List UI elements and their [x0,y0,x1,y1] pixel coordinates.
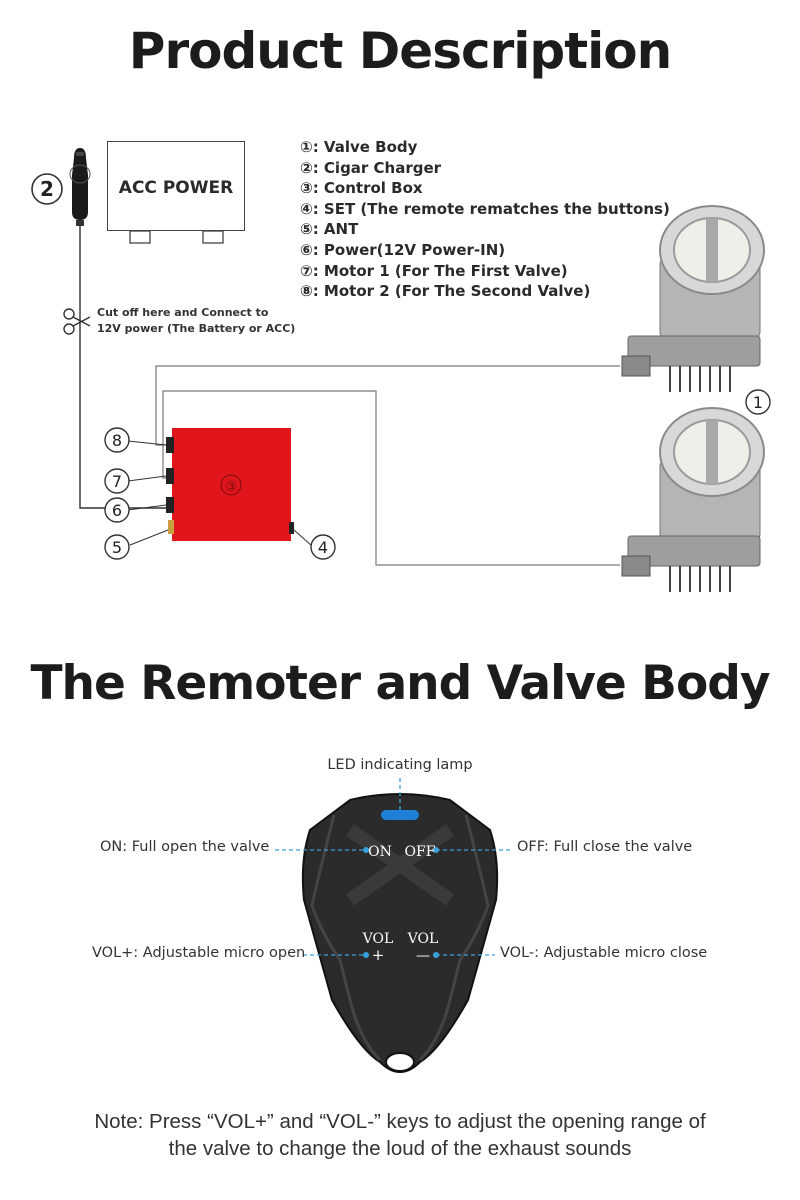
marker-circle-3 [220,474,242,496]
marker-2-label: 2 [40,177,54,201]
component-legend: ①: Valve Body ②: Cigar Charger ③: Contro… [300,137,670,302]
scissors-icon [63,308,91,335]
legend-item-set: ④: SET (The remote rematches the buttons… [300,199,670,218]
marker-4-label: 4 [318,538,328,557]
acc-foot-left [129,230,151,244]
marker-circle-6 [104,497,130,523]
control-box [172,428,291,541]
cut-note: Cut off here and Connect to 12V power (T… [97,305,295,337]
legend-item-cigar-charger: ②: Cigar Charger [300,158,442,177]
cut-note-line1: Cut off here and Connect to [97,306,269,319]
off-button-label: OFF [405,844,436,860]
valve-body-top [621,205,765,392]
led-lamp [381,810,419,820]
marker-circle-1 [745,389,771,415]
cigar-charger-icon [69,148,91,226]
legend-item-valve-body: ①: Valve Body [300,138,418,156]
acc-power-label: ACC POWER [118,178,234,198]
remote-body [301,793,499,1073]
wiring-diagram: 2 ③ 8 7 6 5 4 [31,148,771,592]
legend-item-ant: ⑤: ANT [300,220,359,239]
port-6 [166,497,174,513]
marker-5-label: 5 [112,538,122,557]
led-callout: LED indicating lamp [327,757,473,773]
note-line1: Note: Press “VOL+” and “VOL-” keys to ad… [94,1110,706,1133]
legend-item-motor1: ⑦: Motor 1 (For The First Valve) [300,261,568,280]
volp-plus-symbol: + [372,946,385,964]
volm-button-label: VOL [407,931,439,947]
legend-item-motor2: ⑧: Motor 2 (For The Second Valve) [300,282,591,301]
keyring-hole [385,1052,415,1072]
legend-item-control-box: ③: Control Box [300,179,423,198]
volp-button-label: VOL [362,931,394,947]
marker-7-label: 7 [112,472,122,491]
marker-circle-7 [104,468,130,494]
legend-item-power: ⑥: Power(12V Power-IN) [300,240,506,259]
on-callout: ON: Full open the valve [100,839,270,855]
section-title: The Remoter and Valve Body [30,656,770,711]
volm-minus-symbol: — [416,948,430,964]
marker-circle-8 [104,427,130,453]
port-7 [166,468,174,484]
cut-note-line2: 12V power (The Battery or ACC) [97,322,296,335]
ant-port [168,520,174,534]
marker-1-label: 1 [753,393,763,412]
marker-circle-5 [104,534,130,560]
port-8 [166,437,174,453]
motor1-wire [162,390,620,566]
marker-circle-2 [31,173,63,205]
marker-8-label: 8 [112,431,122,450]
on-button-label: ON [368,844,392,860]
marker-6-label: 6 [112,501,122,520]
off-callout: OFF: Full close the valve [517,839,693,855]
volm-callout: VOL-: Adjustable micro close [500,945,708,961]
marker-circle-4 [310,534,336,560]
acc-foot-right [202,230,224,244]
usage-note: Note: Press “VOL+” and “VOL-” keys to ad… [0,1108,800,1162]
note-line2: the valve to change the loud of the exha… [168,1137,632,1160]
set-button-port [289,522,294,534]
volp-callout: VOL+: Adjustable micro open [92,945,306,961]
acc-power-box: ACC POWER [107,141,245,231]
page-title: Product Description [128,22,672,80]
valve-body-bottom [621,407,765,592]
marker-3-label: ③ [225,479,238,495]
